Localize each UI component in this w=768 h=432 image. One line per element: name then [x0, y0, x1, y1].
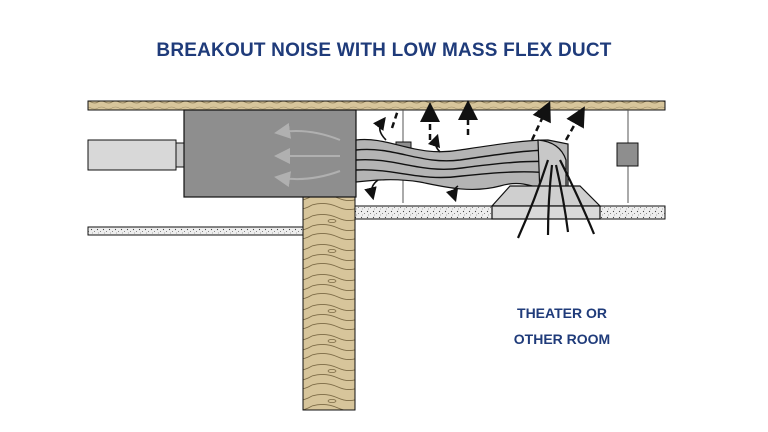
diffuser-airflow: [516, 159, 596, 239]
breakout-curved-arrows: [364, 116, 459, 203]
room-label: THEATER OR OTHER ROOM: [492, 300, 632, 352]
duct-collar: [175, 142, 185, 168]
flex-duct: [355, 138, 569, 191]
diagram-title: BREAKOUT NOISE WITH LOW MASS FLEX DUCT: [156, 40, 612, 61]
room-label-line1: THEATER OR: [517, 305, 607, 321]
roof-deck: [87, 100, 666, 111]
airflow-arrows-inside-box: [274, 122, 341, 188]
hanger-right: [616, 142, 639, 167]
left-ceiling: [87, 226, 304, 236]
supply-duct: [87, 139, 177, 171]
wood-beam-wall: [302, 196, 356, 411]
breakout-noise-arrows-up: [390, 100, 585, 141]
plenum-box: [183, 109, 357, 198]
diffuser-face: [491, 205, 601, 220]
ceiling-diffuser: [490, 185, 602, 207]
flex-duct-corrugations: [355, 148, 557, 179]
room-label-line2: OTHER ROOM: [513, 331, 611, 347]
